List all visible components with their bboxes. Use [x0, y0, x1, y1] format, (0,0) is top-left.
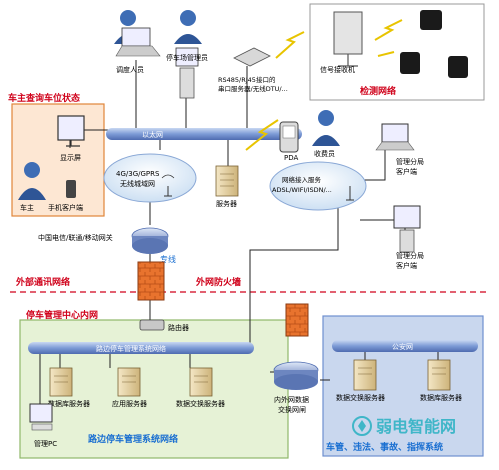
center-zone-title: 停车管理中心内网 — [26, 309, 98, 321]
police-exchange-server-label: 数据交换服务器 — [336, 393, 385, 402]
police-exchange-server-icon — [353, 359, 377, 391]
server-label: 服务器 — [216, 199, 237, 208]
watermark-text: 弱电智能网 — [376, 417, 456, 436]
lot-manager-label: 停车场管理员 — [166, 53, 208, 62]
dedicated-line-label: 专线 — [160, 254, 176, 264]
wireless-link-icon — [275, 31, 305, 59]
pda-wireless-icon — [245, 119, 279, 151]
app-server-label: 应用服务器 — [112, 399, 147, 408]
net-access-cloud — [269, 161, 367, 211]
police-zone-title: 车管、违法、事故、指挥系统 — [326, 441, 443, 453]
wireless-wan-line1: 4G/3G/GPRS — [116, 170, 160, 178]
police-db-server-icon — [427, 359, 451, 391]
serial-server-label: RS485/RJ45接口的 串口服务器/无线DTU/... — [218, 75, 288, 93]
center-zone-bottom-label: 路边停车管理系统网络 — [88, 433, 178, 445]
owner-query-title: 车主查询车位状态 — [8, 92, 80, 104]
roadside-network-label: 路边停车管理系统网络 — [96, 344, 166, 353]
firewall-title: 外网防火墙 — [195, 276, 241, 288]
toll-collector-label: 收费员 — [314, 149, 335, 158]
admin-pc-label: 管理PC — [34, 439, 57, 448]
branch-client-1-label: 管理分局客户端 — [396, 157, 424, 176]
exchange-server-icon — [189, 367, 213, 397]
pda-label: PDA — [284, 154, 298, 162]
pda-icon — [279, 121, 299, 153]
branch-client-2-label: 管理分局客户端 — [396, 251, 424, 270]
intranet-exchange-icon — [273, 361, 319, 390]
roadside-network-bus — [28, 342, 254, 354]
app-server-icon — [117, 367, 141, 397]
server-icon — [215, 165, 239, 197]
car-owner-label: 车主 — [20, 203, 34, 212]
police-net-label: 公安网 — [392, 342, 413, 351]
police-zone — [322, 315, 484, 457]
dispatcher-icon — [114, 10, 161, 57]
display-monitor-icon — [57, 115, 85, 147]
admin-pc-icon — [29, 403, 53, 431]
detection-zone-title: 检测网络 — [360, 85, 396, 97]
net-access-line2: ADSL/WIFI/ISDN/... — [272, 186, 332, 194]
toll-collector-icon — [312, 110, 340, 146]
lot-manager-icon — [174, 10, 202, 99]
net-access-line1: 网络接入服务 — [282, 175, 322, 184]
ethernet-label: 以太网 — [142, 130, 163, 139]
watermark: 弱电智能网 — [352, 416, 456, 436]
branch-laptop-icon — [375, 123, 415, 151]
gateway-label: 中国电信/联通/移动网关 — [38, 233, 113, 242]
firewall-icon — [137, 261, 165, 301]
serial-server-icon — [233, 47, 271, 67]
mobile-phone-icon — [66, 180, 76, 198]
external-comm-title: 外部通讯网络 — [15, 276, 70, 288]
display-label: 显示屏 — [60, 154, 81, 162]
router-label: 路由器 — [168, 323, 189, 332]
db-server-label: 数据库服务器 — [48, 399, 90, 408]
signal-receiver-label: 信号接收机 — [320, 65, 355, 74]
police-net-bus — [332, 340, 478, 352]
car-owner-icon — [18, 162, 46, 200]
db-server-icon — [49, 367, 73, 397]
gateway-disk-icon — [131, 227, 169, 254]
intranet-exchange-label: 内外网数据交换网闸 — [274, 395, 309, 414]
sensor-icons — [374, 10, 468, 78]
wireless-wan-cloud — [103, 153, 197, 203]
router-icon — [139, 319, 165, 331]
dispatcher-label: 调度人员 — [116, 65, 144, 74]
wireless-wan-label: 无线城域网 — [120, 179, 155, 188]
signal-receiver-icon — [333, 11, 363, 67]
branch-desktop-icon — [393, 205, 421, 253]
intranet-firewall-icon — [285, 303, 309, 337]
ethernet-bus — [106, 128, 302, 140]
mobile-client-label: 手机客户端 — [48, 203, 83, 212]
exchange-server-label: 数据交换服务器 — [176, 399, 225, 408]
police-db-server-label: 数据库服务器 — [420, 393, 462, 402]
